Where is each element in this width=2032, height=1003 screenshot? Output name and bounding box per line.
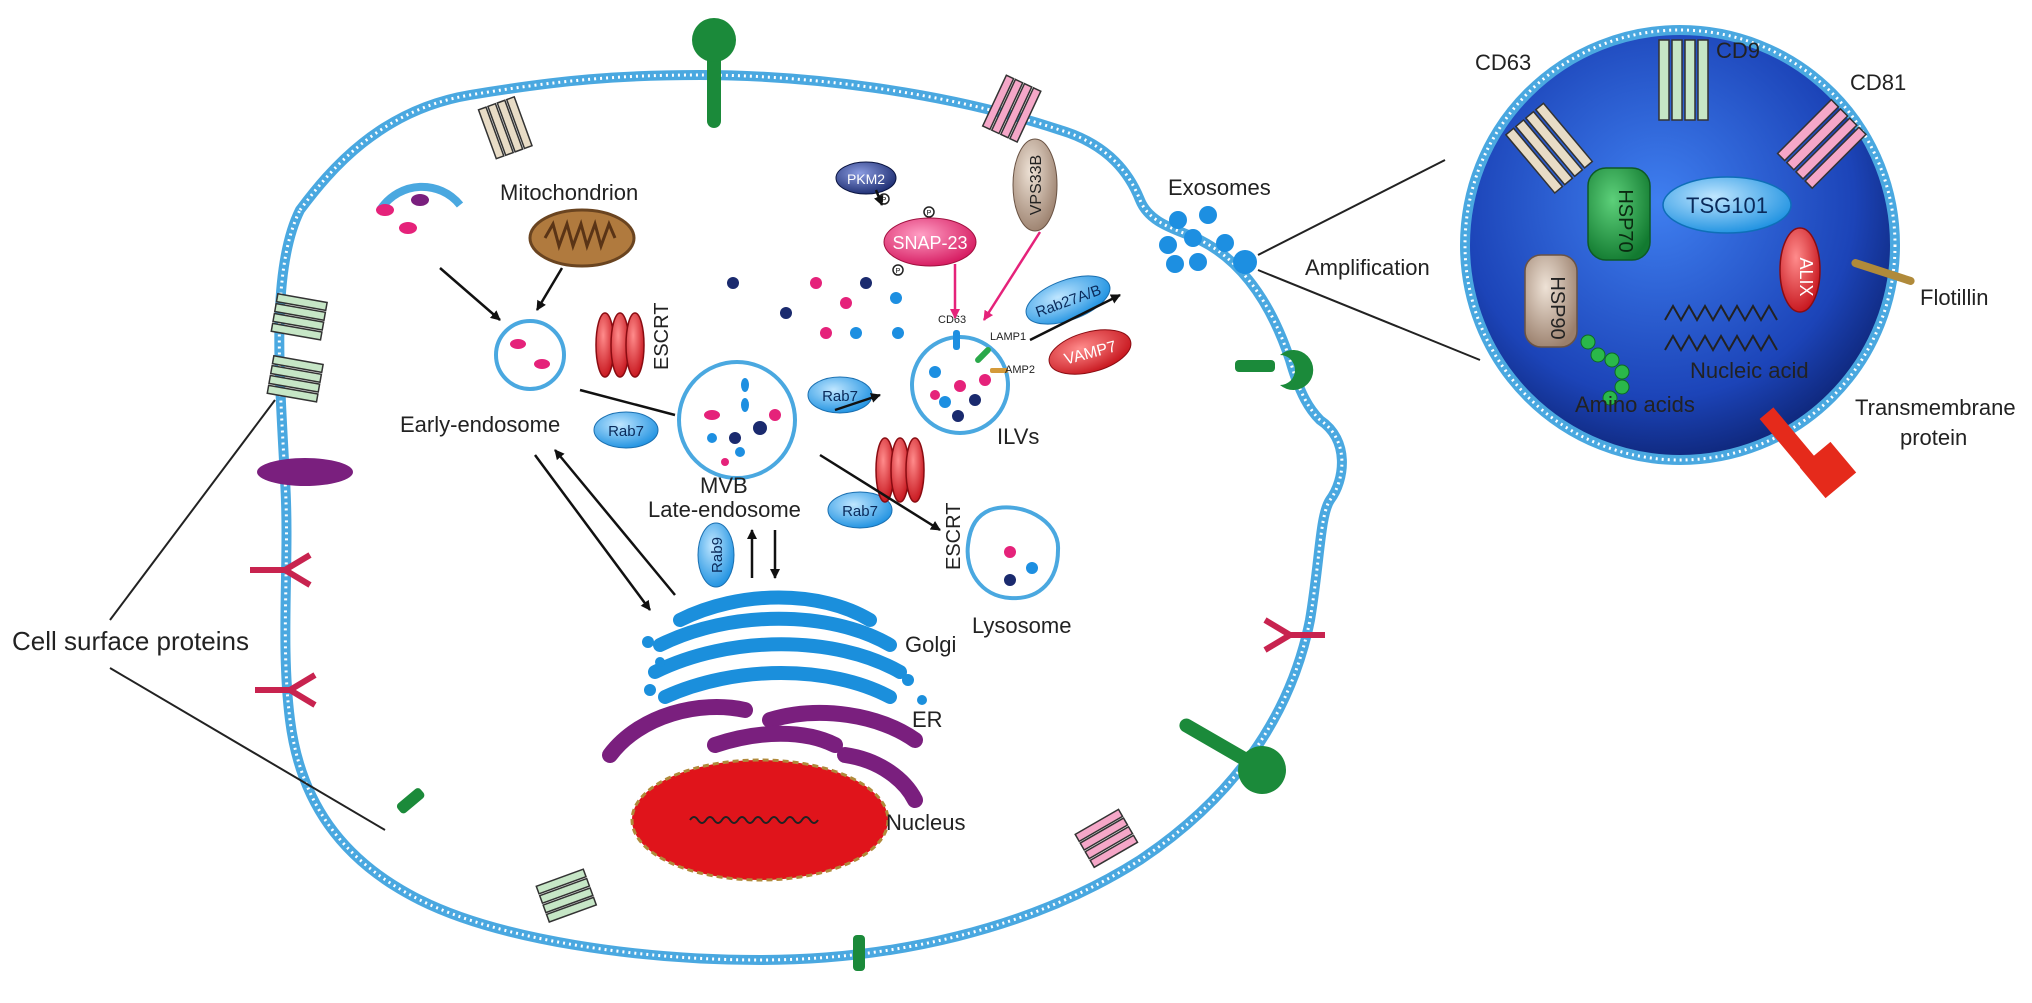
regulation-arrows — [950, 231, 1042, 321]
extracellular-cargo — [376, 194, 429, 234]
hsp70-chip: HSP70 — [1587, 167, 1651, 261]
membrane-proteins — [250, 18, 1325, 1003]
alix-label: ALIX — [1796, 257, 1816, 296]
lysosome — [965, 505, 1061, 601]
cd63-small-label: CD63 — [938, 314, 966, 326]
cell-surface-pointers — [109, 399, 386, 831]
tetraspanin-beige — [477, 95, 533, 160]
ilvs-vesicle — [910, 330, 1010, 435]
green-receptor-right — [1235, 349, 1314, 390]
rab7-chip-1: Rab7 — [593, 411, 659, 449]
cd81-tetraspanin — [1776, 98, 1868, 190]
flotillin-protein — [1851, 259, 1915, 285]
mitochondrion-label: Mitochondrion — [500, 180, 638, 205]
flotillin-label: Flotillin — [1920, 285, 1988, 310]
lamp1-label: LAMP1 — [990, 331, 1026, 343]
pathway-arrows — [439, 189, 1121, 611]
pkm2-chip: PKM2 — [835, 161, 897, 195]
green-receptor-right-lower — [1179, 718, 1286, 794]
escrt-label-bottom: ESCRT — [943, 503, 965, 570]
green-receptor-bottom — [838, 935, 880, 1003]
tetraspanin-pink-top — [981, 74, 1042, 144]
vps33b-label: VPS33B — [1028, 155, 1045, 215]
snap23-chip: SNAP-23 — [883, 217, 977, 267]
escrt-complex-top — [595, 312, 645, 378]
phospho-2 — [923, 206, 935, 218]
ilvs-label: ILVs — [997, 424, 1039, 449]
rab7-chip-1-label: Rab7 — [608, 423, 644, 440]
exosome-source — [1233, 250, 1257, 274]
amino-acids-chain — [1580, 334, 1630, 406]
rab7-chip-3: Rab7 — [827, 491, 893, 529]
cd63-label: CD63 — [1475, 50, 1531, 75]
golgi-label: Golgi — [905, 632, 956, 657]
early-endosome-label: Early-endosome — [400, 412, 560, 437]
er-label: ER — [912, 707, 943, 732]
amplification-label: Amplification — [1305, 255, 1430, 280]
phospho-p-label: P — [882, 197, 887, 204]
pkm2-label: PKM2 — [847, 171, 885, 187]
vamp7-chip: VAMP7 — [1048, 329, 1132, 375]
nucleic-acid-strands — [1664, 303, 1778, 353]
hsp70-label: HSP70 — [1614, 189, 1636, 252]
transmembrane-label-1: Transmembrane — [1855, 395, 2016, 420]
nucleic-acid-label: Nucleic acid — [1690, 358, 1809, 383]
amplification-lines — [1257, 159, 1481, 361]
lysosome-label: Lysosome — [972, 613, 1071, 638]
tetraspanin-green-left-2 — [266, 354, 324, 403]
transmembrane-protein — [1759, 407, 1857, 499]
rab7-chip-3-label: Rab7 — [842, 503, 878, 520]
purple-protein-left — [257, 458, 353, 486]
antibody-y-right — [1263, 617, 1325, 653]
tetraspanin-pink-bottom — [1074, 808, 1139, 869]
nucleus-label: Nucleus — [886, 810, 965, 835]
late-endosome-label: Late-endosome — [648, 497, 801, 522]
cd9-tetraspanin — [1658, 39, 1709, 121]
cd9-label: CD9 — [1716, 38, 1760, 63]
exosomes-label: Exosomes — [1168, 175, 1271, 200]
nucleus — [630, 758, 890, 882]
phospho-3 — [892, 264, 904, 276]
golgi-vesicles — [642, 636, 927, 705]
endoplasmic-reticulum — [602, 699, 923, 808]
mvb-label: MVB — [700, 473, 748, 498]
phospho-p-label: P — [896, 268, 901, 275]
snap23-label: SNAP-23 — [892, 233, 967, 253]
cd81-label: CD81 — [1850, 70, 1906, 95]
antibody-y-left-2 — [255, 672, 317, 708]
mitochondrion — [528, 208, 636, 268]
escrt-label-top: ESCRT — [651, 303, 673, 370]
tsg101-label: TSG101 — [1686, 193, 1768, 218]
green-receptor-bottom-left — [375, 788, 425, 840]
rab9-chip-label: Rab9 — [709, 537, 726, 573]
rab7-chip-2-label: Rab7 — [822, 388, 858, 405]
tetraspanin-green-bottom — [535, 868, 598, 923]
vps33b-chip: VPS33B — [1012, 138, 1058, 232]
hsp90-label: HSP90 — [1546, 276, 1568, 339]
green-receptor-top — [692, 18, 736, 128]
hsp90-chip: HSP90 — [1524, 254, 1578, 348]
rab9-chip: Rab9 — [697, 522, 735, 588]
cell-surface-proteins-label: Cell surface proteins — [12, 626, 249, 656]
cd63-tetraspanin — [1504, 102, 1594, 195]
escrt-complex-bottom — [875, 437, 925, 503]
phospho-p-label: P — [927, 210, 932, 217]
exosomes-released — [1159, 206, 1254, 274]
amino-acids-label: Amino acids — [1575, 392, 1695, 417]
mvb — [677, 360, 797, 480]
tsg101-chip: TSG101 — [1662, 176, 1792, 234]
antibody-y-left-1 — [250, 552, 312, 588]
lamp2-label: AMP2 — [1005, 364, 1035, 376]
cytosolic-particles — [727, 277, 904, 339]
alix-chip: ALIX — [1779, 227, 1821, 313]
transmembrane-label-2: protein — [1900, 425, 1967, 450]
early-endosome — [494, 319, 566, 391]
golgi-apparatus — [648, 590, 907, 704]
tetraspanin-green-left-1 — [270, 292, 328, 341]
